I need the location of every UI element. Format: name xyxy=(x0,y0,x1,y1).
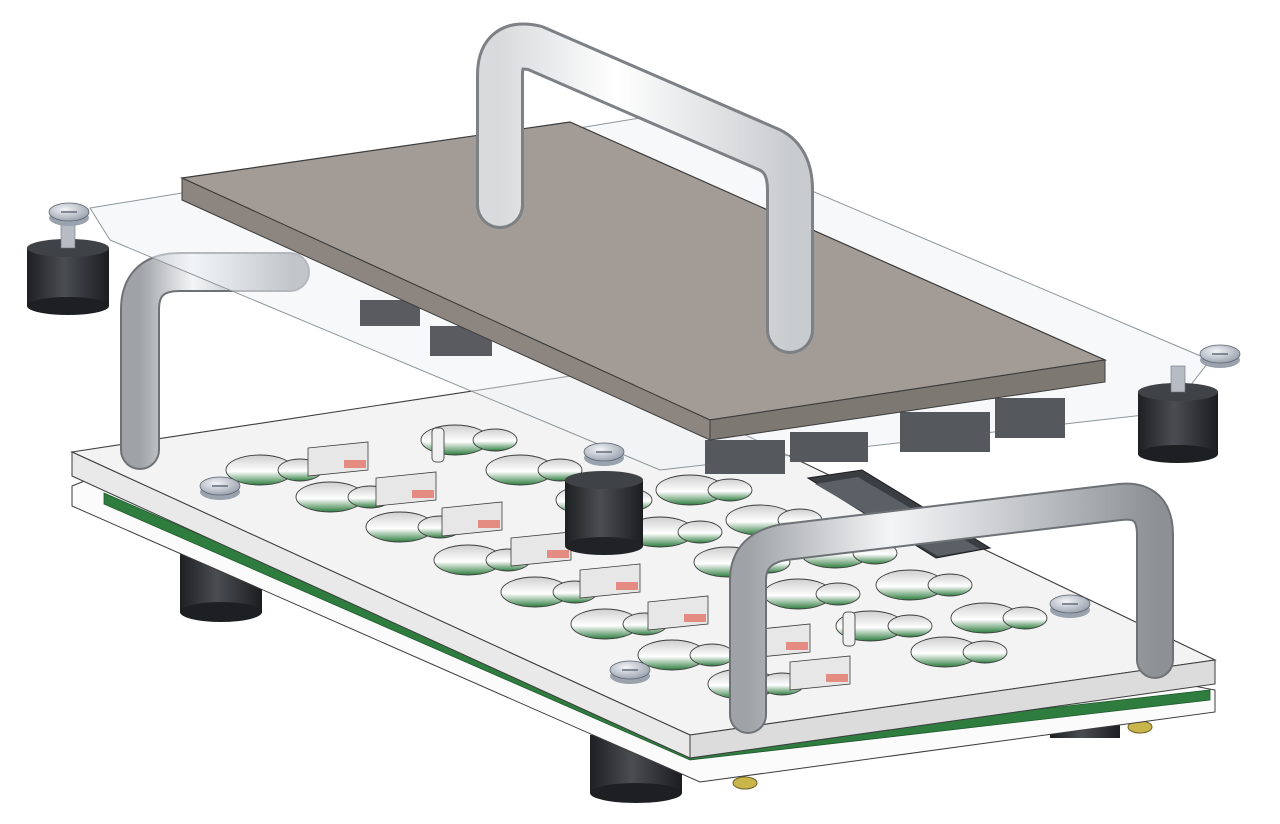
hole-pair xyxy=(763,578,861,610)
screw-icon xyxy=(583,442,625,466)
center-standoff xyxy=(565,471,643,555)
contact-pad xyxy=(375,471,437,507)
contact-pad xyxy=(307,441,369,477)
screw-icon xyxy=(609,660,651,684)
front-handle xyxy=(729,482,1174,734)
hole-pair xyxy=(875,569,973,601)
screw-icon xyxy=(1199,344,1241,368)
thumb-screws-top xyxy=(48,202,1241,466)
left-handle xyxy=(120,252,310,470)
rubber-foot-icon xyxy=(1138,365,1218,463)
contact-pad xyxy=(789,655,851,691)
pogo-pins xyxy=(431,427,856,647)
screw-icon xyxy=(48,202,90,226)
under-block-feet xyxy=(360,300,1065,474)
top-standoffs xyxy=(27,221,1218,463)
top-handle xyxy=(476,22,814,354)
hole-pair xyxy=(485,454,583,486)
pogo-pin-bottom xyxy=(732,720,1153,790)
rubber-foot-icon xyxy=(27,221,109,315)
top-pressure-block xyxy=(179,121,1108,441)
thumb-screws-base xyxy=(199,476,1091,684)
contact-pad xyxy=(579,563,641,599)
screw-icon xyxy=(199,476,241,500)
contact-pad xyxy=(441,501,503,537)
hole-pair xyxy=(655,474,753,506)
hole-pair xyxy=(910,636,1008,668)
screw-icon xyxy=(1049,594,1091,618)
base-plate-edge-right xyxy=(689,659,1216,759)
hole-pair xyxy=(950,602,1048,634)
hole-pair xyxy=(637,639,735,671)
contact-pad xyxy=(647,595,709,631)
contact-pad xyxy=(510,531,572,567)
